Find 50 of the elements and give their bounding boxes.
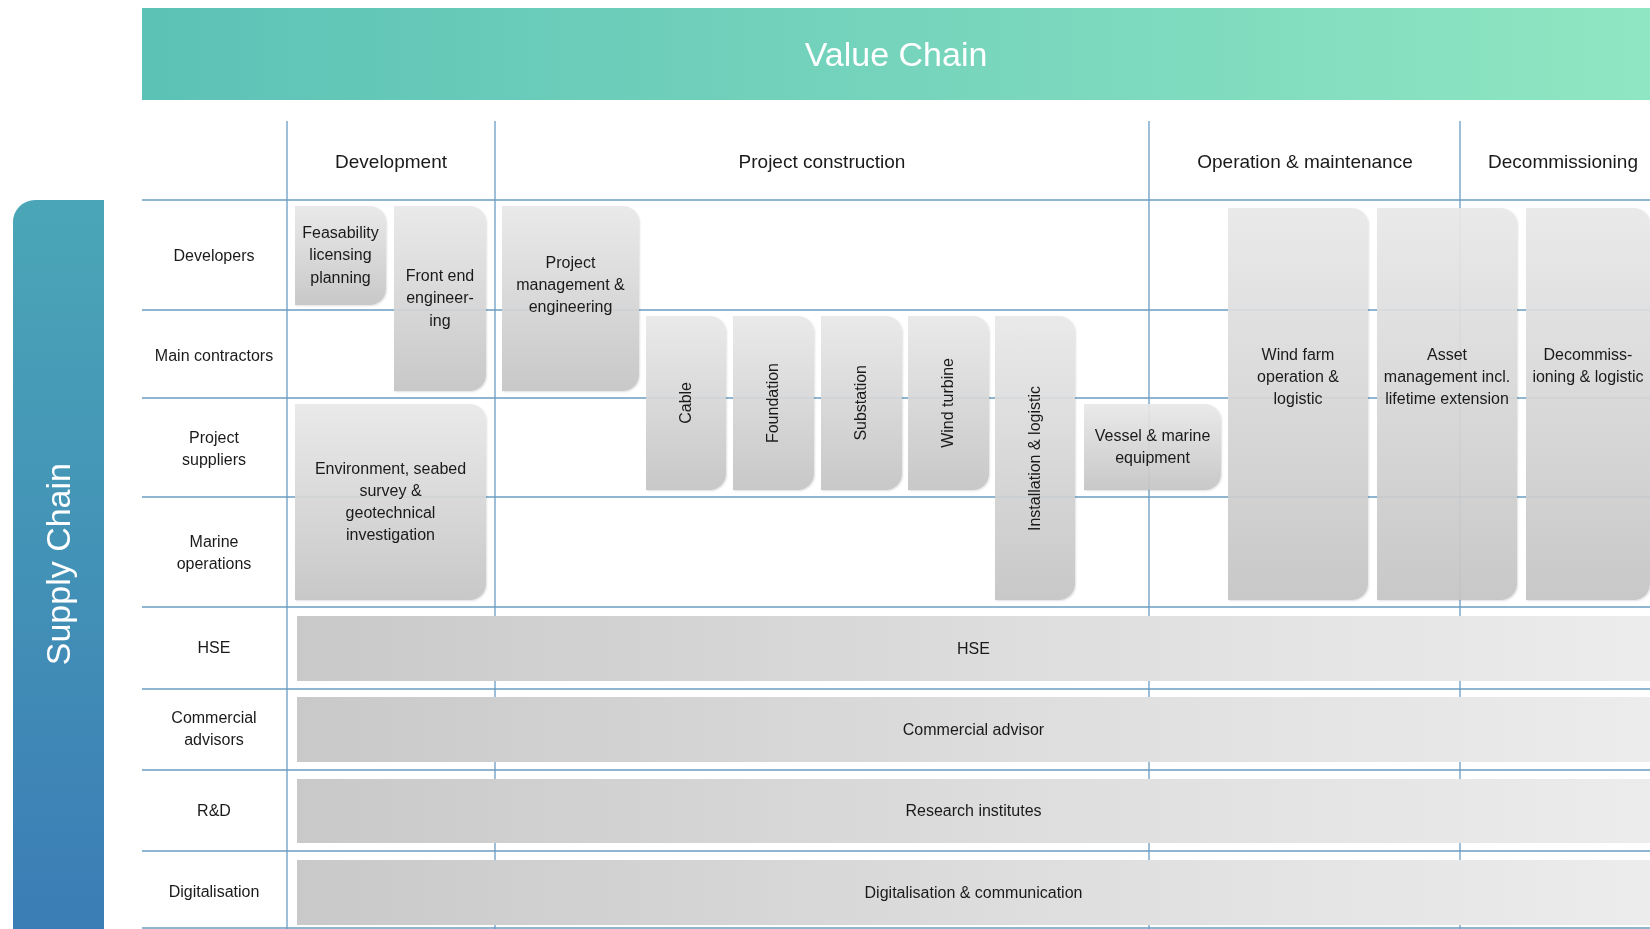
stage-tile bbox=[295, 404, 486, 600]
node-text: Foundation bbox=[763, 362, 783, 444]
node-text: Installation & logistic bbox=[1024, 385, 1044, 531]
stage-tile bbox=[1526, 208, 1650, 600]
row-heading: Marine operations bbox=[175, 531, 253, 574]
stage-tile bbox=[1377, 208, 1517, 600]
node-text: Project management & engineering bbox=[515, 253, 626, 318]
stage-tile bbox=[394, 206, 486, 391]
stage-tile bbox=[502, 206, 639, 391]
stage-tile bbox=[1084, 404, 1221, 490]
category-band bbox=[297, 779, 1650, 843]
stage-tile bbox=[995, 316, 1075, 600]
node-text: Commercial advisor bbox=[902, 720, 1045, 739]
column-heading: Development bbox=[335, 149, 447, 174]
node-text: Decommiss-ioning & logistic bbox=[1532, 345, 1644, 388]
row-heading: HSE bbox=[196, 637, 232, 658]
node-text: Cable bbox=[675, 382, 695, 424]
category-band bbox=[297, 697, 1650, 762]
category-band bbox=[297, 860, 1650, 925]
column-heading: Operation & maintenance bbox=[1197, 149, 1413, 174]
stage-tile bbox=[821, 316, 902, 490]
side-banner bbox=[13, 200, 104, 929]
node-text: Vessel & marine equipment bbox=[1093, 425, 1212, 468]
row-heading: Commercial advisors bbox=[170, 707, 258, 750]
stage-tile bbox=[646, 316, 726, 490]
node-text: Environment, seabed survey & geotechnical investigation bbox=[313, 458, 468, 546]
node-text: Front end engineer-ing bbox=[404, 266, 476, 331]
column-heading: Project construction bbox=[738, 149, 906, 174]
category-band bbox=[297, 616, 1650, 681]
row-heading: Project suppliers bbox=[181, 427, 247, 470]
row-heading: R&D bbox=[196, 800, 232, 821]
node-text: Feasability licensing planning bbox=[301, 223, 380, 288]
stage-tile bbox=[1228, 208, 1368, 600]
column-heading: Decommissioning bbox=[1488, 149, 1638, 174]
node-text: Wind farm operation & logistic bbox=[1256, 345, 1340, 410]
stage-tile bbox=[295, 206, 386, 305]
node-text: Substation bbox=[851, 365, 871, 441]
node-text: Value Chain bbox=[804, 34, 988, 74]
header-banner bbox=[142, 8, 1650, 100]
node-text: Research institutes bbox=[905, 802, 1042, 820]
node-text: Digitalisation & communication bbox=[864, 883, 1083, 902]
node-text: HSE bbox=[957, 639, 990, 658]
row-heading: Digitalisation bbox=[167, 881, 261, 902]
row-heading: Main contractors bbox=[154, 345, 274, 366]
node-text: Supply Chain bbox=[39, 463, 78, 666]
stage-tile bbox=[908, 316, 989, 490]
stage-tile bbox=[733, 316, 814, 490]
row-heading: Developers bbox=[172, 245, 256, 266]
node-text: Asset management incl. lifetime extension bbox=[1383, 345, 1511, 410]
node-text: Wind turbine bbox=[938, 358, 958, 448]
